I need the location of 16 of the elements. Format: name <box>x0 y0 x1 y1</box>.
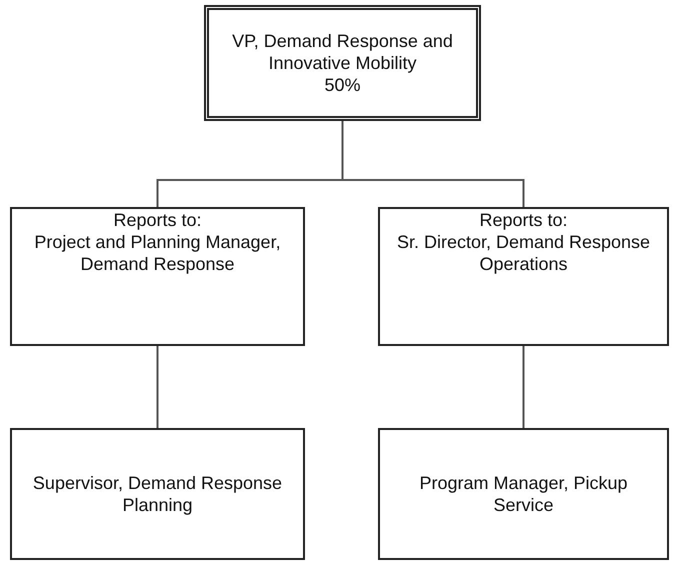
box-title: Program Manager, Pickup Service <box>418 472 629 516</box>
executive-box <box>204 5 481 121</box>
role-box <box>378 207 669 346</box>
box-title: Reports to: <box>479 209 568 231</box>
role-box <box>10 207 305 346</box>
role-box <box>378 428 669 560</box>
connector-line <box>522 346 524 428</box>
box-text: Sr. Director, Demand Response Operations <box>396 231 652 275</box>
box-title: Reports to: <box>113 209 202 231</box>
box-title: VP, Demand Response and Innovative Mobility <box>231 30 454 74</box>
box-title: Supervisor, Demand Response Planning <box>32 472 284 516</box>
role-box <box>10 428 305 560</box>
box-text: Project and Planning Manager, Demand Response <box>33 231 282 275</box>
connector-line <box>156 346 158 428</box>
connector-line <box>342 121 524 207</box>
box-text: 50% <box>324 74 361 96</box>
